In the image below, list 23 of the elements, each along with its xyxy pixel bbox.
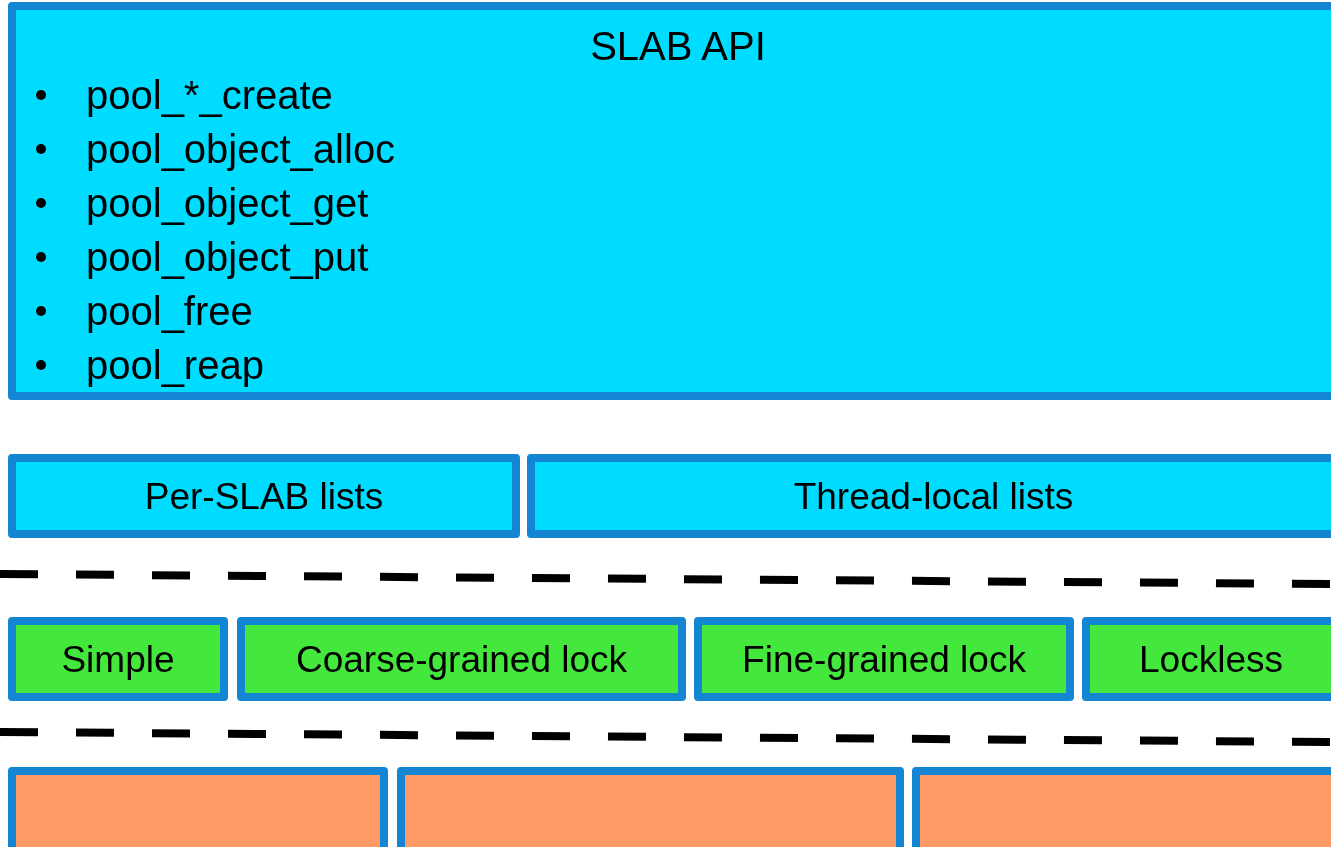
function-name: pool_reap bbox=[86, 342, 264, 389]
function-name: pool_free bbox=[86, 288, 253, 335]
box-label: Fine-grained lock bbox=[742, 640, 1026, 678]
box-label: Coarse-grained lock bbox=[295, 640, 628, 678]
layer-box bbox=[237, 617, 686, 701]
box-label: Thread-local lists bbox=[793, 477, 1074, 515]
function-name: pool_object_put bbox=[86, 234, 369, 281]
layer-box bbox=[8, 617, 228, 701]
function-name: pool_object_get bbox=[86, 180, 369, 227]
panel-heading: SLAB API bbox=[590, 24, 766, 68]
api-panel bbox=[8, 2, 1331, 400]
layer-box bbox=[1082, 617, 1331, 701]
box-label: Lockless bbox=[1139, 640, 1283, 678]
function-name: pool_*_create bbox=[86, 72, 333, 119]
layer-box bbox=[694, 617, 1074, 701]
box-label: Per-SLAB lists bbox=[144, 477, 384, 515]
empty-box bbox=[912, 767, 1331, 847]
empty-box bbox=[8, 767, 388, 847]
layer-box bbox=[527, 454, 1331, 538]
empty-box bbox=[397, 767, 904, 847]
box-label: Simple bbox=[61, 640, 175, 678]
function-name: pool_object_alloc bbox=[86, 126, 396, 173]
layer-box bbox=[8, 454, 520, 538]
